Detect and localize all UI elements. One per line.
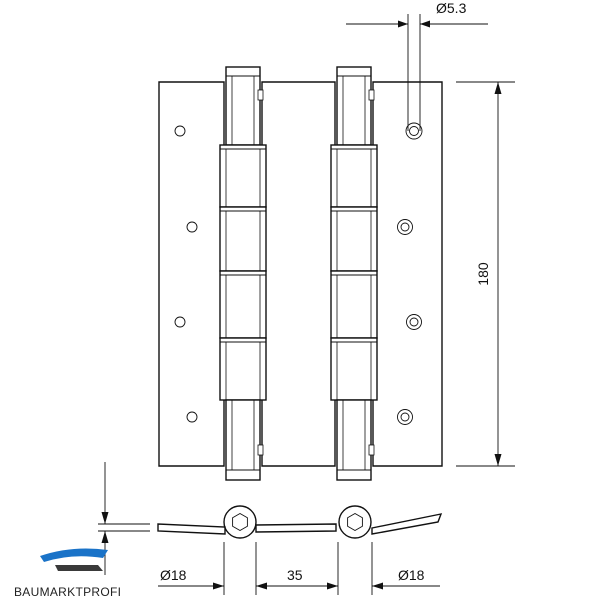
- screw-hole: [174, 125, 186, 137]
- spacing-label: 35: [287, 567, 303, 583]
- hex-socket-icon: [232, 512, 248, 532]
- right-barrel-segment: [330, 270, 378, 339]
- height-label: 180: [475, 262, 491, 286]
- left-barrel-tab: [257, 89, 264, 101]
- right-barrel-top-cap: [336, 66, 372, 146]
- hex-socket-icon: [347, 512, 363, 532]
- left-leaf: [158, 81, 225, 467]
- right-barrel-tab: [368, 444, 375, 456]
- left-barrel-segment: [219, 337, 267, 401]
- right-leaf: [372, 81, 443, 467]
- screw-hole: [174, 316, 186, 328]
- left-knuckle-section: [223, 505, 257, 539]
- screw-hole: [186, 221, 198, 233]
- height-dimension: 180: [456, 81, 515, 467]
- right-barrel-segment: [330, 206, 378, 272]
- screw-hole: [405, 122, 423, 140]
- right-barrel-segment: [330, 144, 378, 208]
- left-knuckle-diameter-label: Ø18: [160, 567, 187, 583]
- baumarktprofi-logo: BAUMARKTPROFI: [14, 548, 121, 599]
- left-barrel-segment: [219, 270, 267, 339]
- left-barrel-segment: [219, 206, 267, 272]
- right-barrel-bottom-cap: [336, 399, 372, 481]
- screw-hole: [406, 314, 422, 330]
- screw-hole: [397, 409, 413, 425]
- screw-hole: [186, 411, 198, 423]
- hole-diameter-label: Ø5.3: [436, 0, 467, 16]
- middle-leaf: [261, 81, 336, 467]
- knuckle-barrels: [219, 66, 378, 481]
- left-barrel-bottom-cap: [225, 399, 261, 481]
- right-barrel-tab: [368, 89, 375, 101]
- right-knuckle-section: [338, 505, 372, 539]
- logo-text: BAUMARKTPROFI: [14, 585, 121, 599]
- screw-hole: [397, 219, 413, 235]
- left-barrel-top-cap: [225, 66, 261, 146]
- hole-diameter-dimension: Ø5.3: [346, 0, 488, 131]
- left-barrel-segment: [219, 144, 267, 208]
- right-knuckle-diameter-label: Ø18: [398, 567, 425, 583]
- left-barrel-tab: [257, 444, 264, 456]
- end-view: Ø18 35 Ø18: [98, 462, 443, 595]
- right-barrel-segment: [330, 337, 378, 401]
